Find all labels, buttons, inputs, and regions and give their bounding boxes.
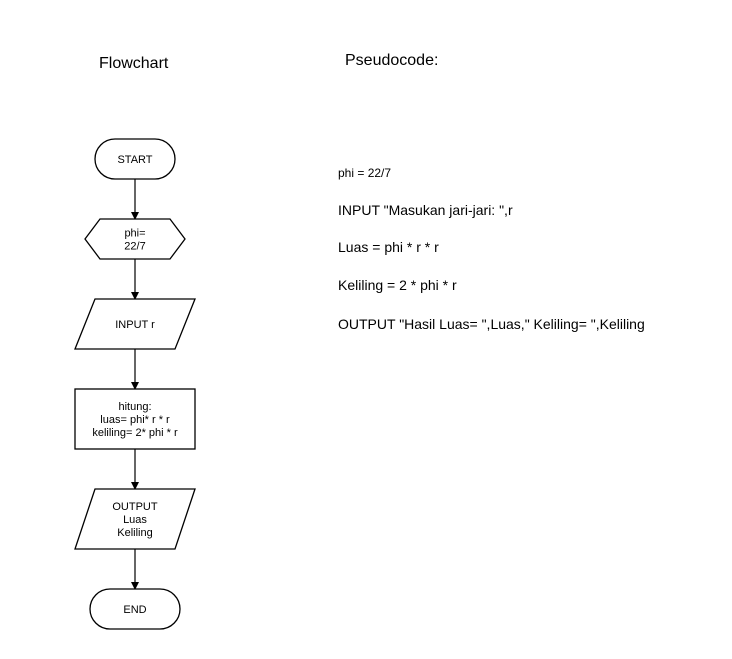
flow-node-label: phi= <box>124 228 145 240</box>
flow-shape-terminator <box>94 138 176 180</box>
flow-node-init: phi=22/7 <box>84 218 186 260</box>
flow-shape-parallelogram <box>74 298 196 350</box>
pseudocode-line: INPUT "Masukan jari-jari: ",r <box>338 202 513 218</box>
flow-node-label: Luas <box>123 514 147 526</box>
flow-shape-parallelogram <box>74 488 196 550</box>
pseudocode-title: Pseudocode: <box>345 52 439 69</box>
flowchart-title: Flowchart <box>99 55 169 72</box>
flow-node-label: END <box>123 604 146 616</box>
flow-node-label: Keliling <box>117 527 152 539</box>
flow-node-label: START <box>117 154 152 166</box>
pseudocode-line: Luas = phi * r * r <box>338 239 439 255</box>
pseudocode-line: phi = 22/7 <box>338 166 392 180</box>
flow-shape-hexagon <box>84 218 186 260</box>
flow-node-label: luas= phi* r * r <box>100 414 170 426</box>
flow-node-label: 22/7 <box>124 241 145 253</box>
flow-node-end: END <box>89 588 181 630</box>
flow-node-start: START <box>94 138 176 180</box>
flow-node-label: keliling= 2* phi * r <box>92 427 178 439</box>
flow-node-label: OUTPUT <box>112 501 158 513</box>
flow-node-label: INPUT r <box>115 319 155 331</box>
flow-node-input: INPUT r <box>74 298 196 350</box>
flow-shape-rectangle <box>74 388 196 450</box>
flow-node-label: hitung: <box>118 401 151 413</box>
pseudocode-line: OUTPUT "Hasil Luas= ",Luas," Keliling= "… <box>338 316 645 332</box>
pseudocode-line: Keliling = 2 * phi * r <box>338 277 457 293</box>
flow-shape-terminator <box>89 588 181 630</box>
